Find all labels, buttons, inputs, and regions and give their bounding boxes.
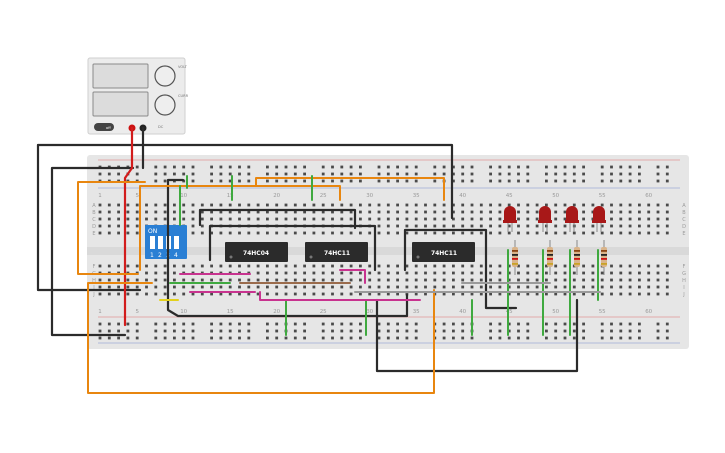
chip-74hc11-b[interactable]: 74HC11 <box>412 242 475 262</box>
column-label-bottom: 15 <box>227 309 234 315</box>
resistors <box>512 240 607 275</box>
column-label-bottom: 20 <box>273 309 280 315</box>
column-label-top: 20 <box>273 193 280 199</box>
column-label-top: 10 <box>180 193 187 199</box>
row-label-left: F <box>93 264 96 270</box>
column-label-bottom: 5 <box>135 309 139 315</box>
wire-black[interactable] <box>375 298 579 373</box>
resistor[interactable] <box>574 240 580 275</box>
column-label-top: 30 <box>366 193 373 199</box>
wire-black[interactable] <box>36 143 142 292</box>
column-label-top: 35 <box>413 193 420 199</box>
row-label-right: B <box>682 210 686 216</box>
column-label-top: 55 <box>599 193 606 199</box>
row-label-left: D <box>92 224 96 230</box>
column-label-top: 60 <box>645 193 652 199</box>
wire-magenta[interactable] <box>259 291 421 301</box>
svg-text:DC: DC <box>158 125 164 129</box>
dip-toggle-4[interactable] <box>174 236 179 249</box>
row-label-left: B <box>92 210 96 216</box>
dip-number-2: 2 <box>158 252 162 259</box>
wire-black[interactable] <box>403 228 518 310</box>
column-label-top: 5 <box>135 193 139 199</box>
chip-label: 74HC11 <box>324 250 350 257</box>
column-label-top: 1 <box>98 193 102 199</box>
led[interactable] <box>538 206 552 232</box>
dip-on-label: ON <box>148 228 157 235</box>
psu-power-switch[interactable] <box>94 123 114 131</box>
row-label-right: F <box>683 264 686 270</box>
wire-orange[interactable] <box>255 177 445 201</box>
row-label-left: J <box>92 292 94 298</box>
column-label-bottom: 40 <box>459 309 466 315</box>
column-label-top: 15 <box>227 193 234 199</box>
row-label-right: D <box>682 224 686 230</box>
column-label-bottom: 35 <box>413 309 420 315</box>
wires <box>36 126 601 394</box>
wire-black[interactable] <box>166 178 409 318</box>
row-label-left: I <box>93 285 94 291</box>
led[interactable] <box>565 206 579 232</box>
psu-display-bottom <box>92 91 149 117</box>
row-label-right: G <box>682 271 686 277</box>
row-label-left: A <box>92 203 96 209</box>
wire-red[interactable] <box>123 126 134 327</box>
column-label-top: 50 <box>552 193 559 199</box>
row-label-right: H <box>682 278 686 284</box>
column-label-bottom: 50 <box>552 309 559 315</box>
dip-toggle-2[interactable] <box>158 236 163 249</box>
row-label-right: I <box>683 285 684 291</box>
column-label-top: 40 <box>459 193 466 199</box>
wire-orange[interactable] <box>77 181 146 275</box>
wire-black[interactable] <box>198 208 357 230</box>
chip-label: 74HC04 <box>243 250 269 257</box>
chip-74hc11-a[interactable]: 74HC11 <box>305 242 368 262</box>
column-label-bottom: 45 <box>506 309 513 315</box>
psu-power-label: off <box>106 126 111 130</box>
row-label-left: H <box>92 278 96 284</box>
column-label-bottom: 60 <box>645 309 652 315</box>
wire-magenta[interactable] <box>339 269 366 284</box>
dip-switch[interactable]: ON 1 2 3 4 <box>145 225 187 259</box>
psu-display-top <box>92 63 149 89</box>
row-label-left: E <box>92 231 95 237</box>
psu-voltage-knob[interactable] <box>154 65 176 87</box>
wire-black[interactable] <box>36 143 454 220</box>
row-label-right: C <box>682 217 686 223</box>
dip-number-1: 1 <box>150 252 154 259</box>
wire-orange[interactable] <box>87 282 435 394</box>
row-label-right: J <box>682 292 684 298</box>
dip-toggle-1[interactable] <box>150 236 155 249</box>
resistor[interactable] <box>547 240 553 275</box>
column-label-bottom: 30 <box>366 309 373 315</box>
row-label-right: A <box>682 203 686 209</box>
power-supply[interactable]: VOLT CURR off DC <box>87 57 189 135</box>
column-label-bottom: 10 <box>180 309 187 315</box>
column-label-bottom: 55 <box>599 309 606 315</box>
psu-current-knob[interactable] <box>154 94 176 116</box>
svg-text:CURR: CURR <box>178 94 189 98</box>
resistor[interactable] <box>601 240 607 275</box>
dip-number-4: 4 <box>174 252 178 259</box>
wire-black[interactable] <box>208 224 377 272</box>
led[interactable] <box>592 206 606 232</box>
column-label-top: 25 <box>320 193 327 199</box>
wire-orange[interactable] <box>139 185 341 271</box>
chip-74hc04[interactable]: 74HC04 <box>225 242 288 262</box>
resistor[interactable] <box>512 240 518 275</box>
row-label-left: C <box>92 217 96 223</box>
leds <box>503 206 606 232</box>
column-label-top: 45 <box>506 193 513 199</box>
column-label-bottom: 1 <box>98 309 102 315</box>
center-channel <box>87 247 689 255</box>
chip-label: 74HC11 <box>431 250 457 257</box>
svg-text:VOLT: VOLT <box>178 65 188 69</box>
row-label-right: E <box>682 231 685 237</box>
led[interactable] <box>503 206 517 232</box>
column-label-bottom: 25 <box>320 309 327 315</box>
